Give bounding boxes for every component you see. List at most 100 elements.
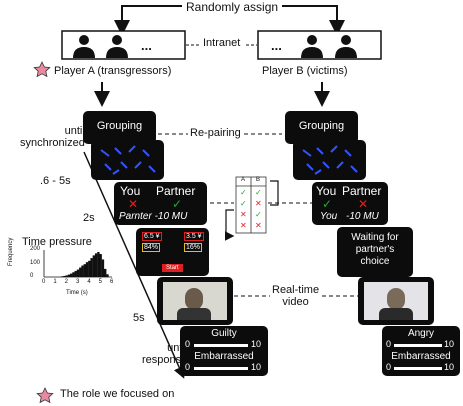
outcome-card-a: You Partner ✕ ✓ Parnter -10 MU bbox=[114, 182, 207, 225]
until-synchronized-label: until synchronized bbox=[20, 125, 85, 149]
guilty-label: Guilty bbox=[211, 328, 237, 339]
payoff-col-b: B bbox=[256, 177, 261, 183]
rating-card-a: Guilty 0 10 Embarrassed 0 10 bbox=[180, 326, 268, 376]
face-body-b bbox=[379, 308, 413, 320]
histogram-bar bbox=[85, 262, 89, 277]
scale-max: 10 bbox=[251, 362, 262, 372]
star-icon bbox=[33, 61, 51, 78]
scale-min: 0 bbox=[386, 362, 392, 372]
embarrassed-scale-bar bbox=[194, 367, 248, 370]
dots-a: ... bbox=[141, 38, 152, 53]
scale-min: 0 bbox=[386, 339, 392, 349]
payoff-cell: ✓ bbox=[255, 210, 262, 219]
player-b-label: Player B (victims) bbox=[262, 65, 348, 77]
rating-card-b: Angry 0 10 Embarrassed 0 10 bbox=[382, 326, 460, 376]
choice-card-a: 6.5 ¥ 84% 3.5 ¥ 16% Start bbox=[136, 228, 209, 276]
choice-right-pct: 16% bbox=[184, 243, 203, 252]
time-5s-label: 5s bbox=[133, 312, 145, 324]
partner-label-a: Partner bbox=[156, 184, 196, 198]
embarrassed-label-b: Embarrassed bbox=[391, 351, 451, 362]
real-time-video-label: Real-time video bbox=[272, 284, 320, 308]
payoff-col-a: A bbox=[241, 177, 246, 183]
time-pressure-title: Time pressure bbox=[22, 236, 92, 248]
histogram-bar bbox=[60, 276, 64, 277]
face-body-a bbox=[177, 308, 211, 320]
payoff-arrow-down bbox=[224, 209, 235, 241]
face-head-a bbox=[185, 288, 203, 310]
histogram-bar bbox=[74, 270, 77, 277]
histogram-bar bbox=[97, 252, 100, 277]
waiting-label: Waiting for partner's choice bbox=[351, 232, 399, 267]
payoff-cell: ✓ bbox=[240, 188, 247, 197]
fixation-card-b bbox=[293, 140, 366, 180]
histogram-bar bbox=[65, 275, 68, 277]
x-tick-label: 0 bbox=[42, 279, 46, 285]
payoff-cell: ✕ bbox=[240, 210, 247, 219]
waiting-card-b: Waiting for partner's choice bbox=[337, 227, 413, 277]
you-label-a: You bbox=[120, 184, 141, 198]
choice-left-pct: 84% bbox=[142, 243, 161, 252]
face-head-b bbox=[387, 288, 405, 310]
dots-b: ... bbox=[271, 38, 282, 53]
histogram-bar bbox=[76, 269, 80, 277]
histogram-bar bbox=[70, 273, 73, 277]
histogram-bar bbox=[104, 268, 107, 277]
x-tick-label: 3 bbox=[76, 279, 80, 285]
time-axis-label: Time (s) bbox=[66, 290, 88, 296]
x-tick-label: 6 bbox=[110, 279, 114, 285]
histogram-bar bbox=[81, 265, 84, 277]
star-icon bbox=[36, 387, 54, 404]
histogram-bar bbox=[67, 274, 71, 277]
outcome-you-b: You bbox=[320, 211, 338, 222]
you-label-b: You bbox=[316, 184, 337, 198]
x-tick-label: 5 bbox=[98, 279, 102, 285]
video-card-a bbox=[157, 277, 233, 325]
histogram-bar bbox=[92, 255, 96, 277]
randomly-assign-label: Randomly assign bbox=[182, 0, 283, 14]
histogram-bar bbox=[94, 253, 98, 277]
intranet-label: Intranet bbox=[203, 37, 241, 49]
histogram-bar bbox=[83, 264, 86, 277]
histogram-bar bbox=[101, 259, 105, 277]
y-tick-label: 0 bbox=[30, 273, 34, 279]
outcome-val-b: -10 MU bbox=[346, 211, 379, 222]
player-a-label: Player A (transgressors) bbox=[54, 65, 172, 77]
payoff-cell: ✕ bbox=[255, 199, 262, 208]
fixation-card-a bbox=[91, 140, 164, 180]
video-frame-a bbox=[163, 282, 227, 320]
grouping-card-a: Grouping bbox=[83, 111, 156, 144]
histogram-bar bbox=[88, 260, 91, 277]
x-tick-label: 4 bbox=[87, 279, 91, 285]
footer-note: The role we focused on bbox=[60, 388, 175, 400]
time-06-5s-label: .6 - 5s bbox=[40, 175, 71, 187]
y-tick-label: 100 bbox=[30, 259, 41, 266]
line-pattern-a bbox=[100, 145, 156, 175]
embarrassed-label-a: Embarrassed bbox=[194, 351, 254, 362]
frequency-axis-label: Frequency bbox=[8, 237, 14, 266]
x-tick-label: 1 bbox=[53, 279, 57, 285]
time-pressure-chart bbox=[43, 250, 112, 278]
y-tick-label: 200 bbox=[30, 246, 41, 252]
choice-left-value: 6.5 ¥ bbox=[142, 232, 162, 241]
partner-label-b: Partner bbox=[342, 184, 382, 198]
angry-label: Angry bbox=[407, 328, 435, 339]
scale-max: 10 bbox=[444, 362, 455, 372]
video-frame-b bbox=[364, 282, 428, 320]
partner-mark-a: ✓ bbox=[172, 197, 183, 211]
grouping-label-b: Grouping bbox=[298, 120, 345, 132]
embarrassed-scale-bar-b bbox=[394, 367, 442, 370]
outcome-card-b: You Partner ✓ ✕ You -10 MU bbox=[312, 182, 388, 225]
histogram-bar bbox=[63, 275, 66, 277]
angry-scale-bar bbox=[394, 344, 442, 347]
x-tick-label: 2 bbox=[64, 279, 68, 285]
histogram-bar bbox=[99, 254, 102, 277]
scale-min: 0 bbox=[185, 339, 191, 349]
you-mark-a: ✕ bbox=[128, 197, 139, 211]
person-icon bbox=[73, 35, 128, 58]
histogram-bar bbox=[72, 272, 75, 277]
start-button: Start bbox=[162, 264, 183, 272]
video-card-b bbox=[358, 277, 434, 325]
grouping-card-b: Grouping bbox=[285, 111, 358, 144]
histogram-bar bbox=[90, 258, 93, 277]
